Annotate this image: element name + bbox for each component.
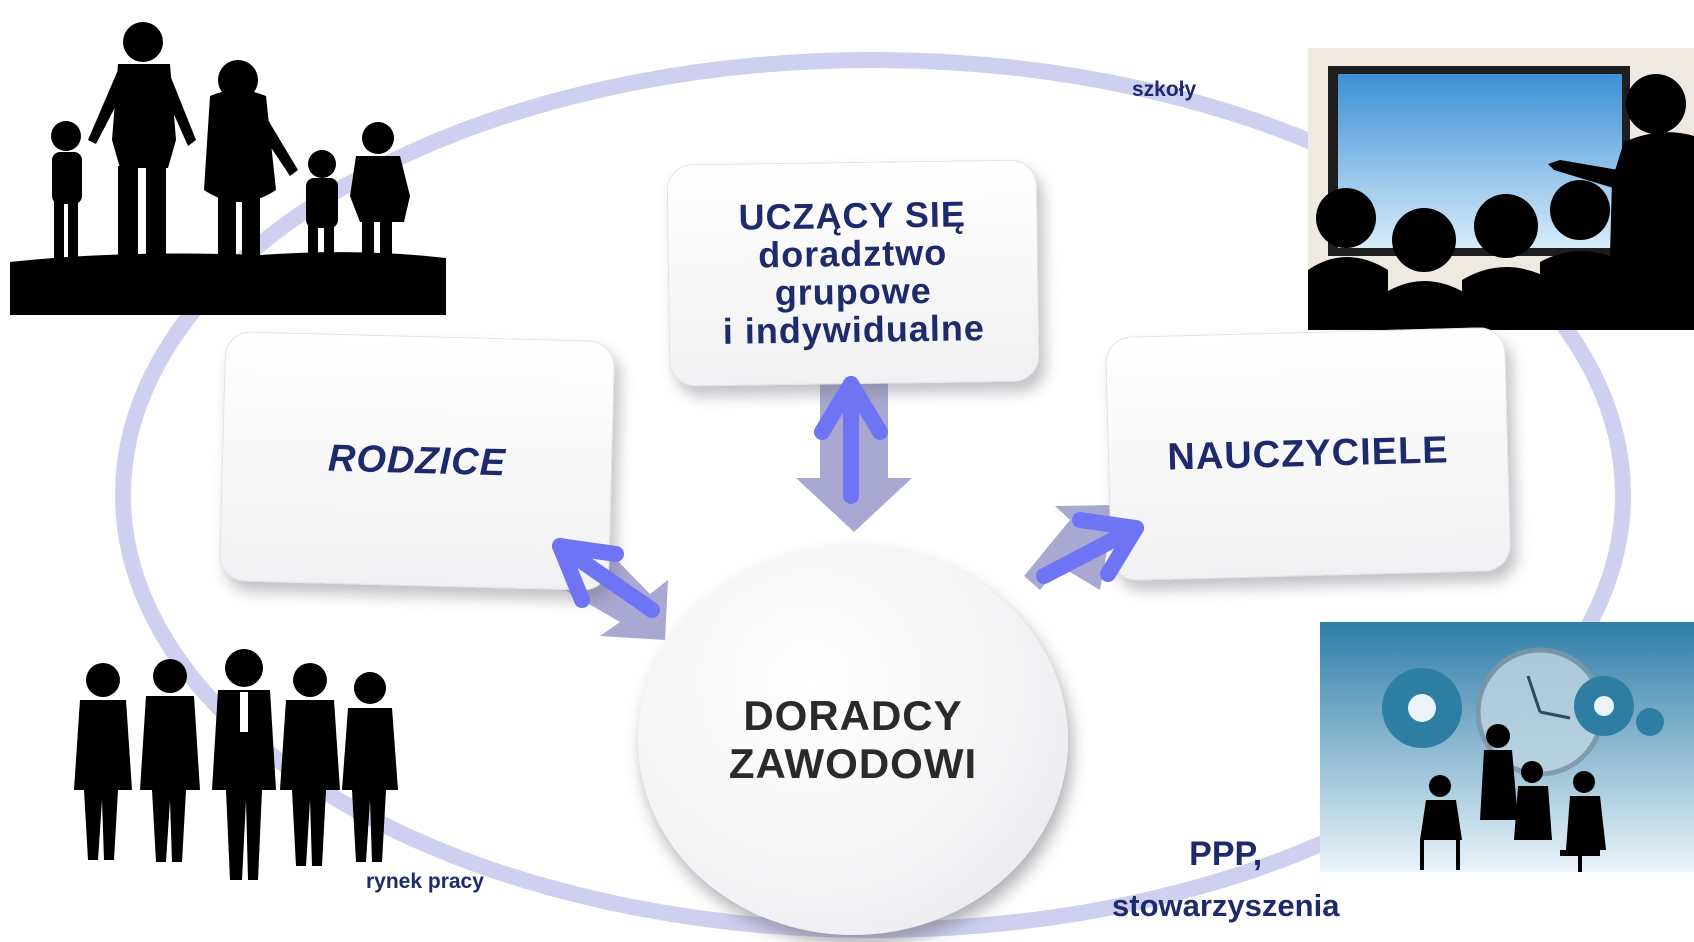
teachers-box: NAUCZYCIELE: [1104, 326, 1512, 582]
parents-label: RODZICE: [327, 437, 507, 484]
schools-label: szkoły: [1132, 78, 1197, 101]
learners-line-4: i indywidualne: [722, 307, 986, 352]
arrow-gray-right: [1024, 505, 1115, 590]
teachers-label: NAUCZYCIELE: [1166, 428, 1450, 479]
parents-box: RODZICE: [218, 330, 616, 592]
associations-label: stowarzyszenia: [1112, 888, 1340, 923]
learners-line-3: grupowe: [774, 269, 933, 314]
classroom-presentation-icon: [1308, 48, 1694, 330]
labor-market-label: rynek pracy: [366, 870, 484, 893]
arrow-gray-vertical: [796, 380, 912, 532]
counselors-line-1: DORADCY: [743, 692, 963, 739]
meeting-gears-clock-icon: [1320, 622, 1694, 872]
learners-title: UCZĄCY SIĘ: [738, 193, 967, 238]
ppp-associations-label: PPP, stowarzyszenia: [1112, 828, 1339, 932]
counselors-line-2: ZAWODOWI: [728, 740, 978, 787]
career-counselors-circle: DORADCY ZAWODOWI: [638, 545, 1068, 935]
family-silhouette-icon: [10, 22, 446, 315]
learners-line-2: doradztwo: [757, 231, 948, 276]
learners-box: UCZĄCY SIĘ doradztwo grupowe i indywidua…: [666, 159, 1040, 387]
ppp-label: PPP,: [1189, 835, 1263, 873]
business-people-icon: [74, 649, 398, 880]
